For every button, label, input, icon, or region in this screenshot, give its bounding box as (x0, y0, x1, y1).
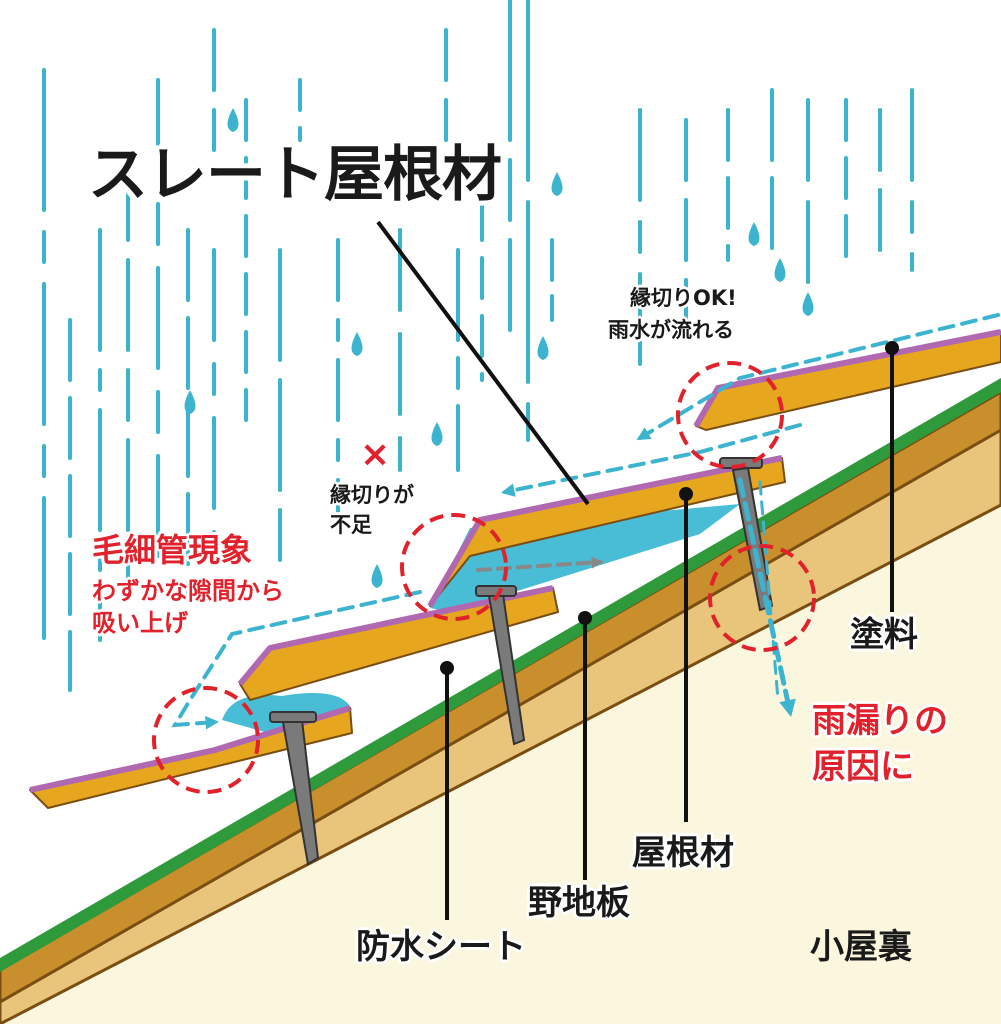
diagram-title: スレート屋根材 (88, 140, 502, 210)
leader-dots (440, 341, 899, 675)
rain-streaks (42, 0, 914, 692)
label-ng-line2: 不足 (330, 513, 372, 537)
label-attic: 小屋裏 (810, 927, 912, 967)
label-leak-line1: 雨漏りの (812, 701, 948, 741)
label-ng-line1: 縁切りが (330, 483, 414, 507)
highlight-circles (152, 361, 816, 794)
label-paint: 塗料 (850, 615, 918, 655)
label-ok-line2: 雨水が流れる (608, 318, 734, 342)
slate-pieces (29, 329, 1001, 809)
ng-cross-mark: × (360, 434, 391, 475)
label-capillary-line1: わずかな隙間から (92, 577, 284, 605)
flow-arrows (171, 313, 1000, 730)
label-capillary-title: 毛細管現象 (92, 531, 253, 569)
label-capillary-line2: 吸い上げ (92, 609, 188, 637)
label-sheathing: 野地板 (528, 883, 630, 923)
label-leak-line2: 原因に (812, 747, 914, 787)
raindrops (184, 108, 814, 588)
label-waterproof-sheet: 防水シート (356, 927, 526, 967)
label-roof-material: 屋根材 (632, 833, 734, 873)
leader-lines (376, 220, 894, 920)
label-ok-line1: 縁切りOK! (630, 286, 737, 310)
